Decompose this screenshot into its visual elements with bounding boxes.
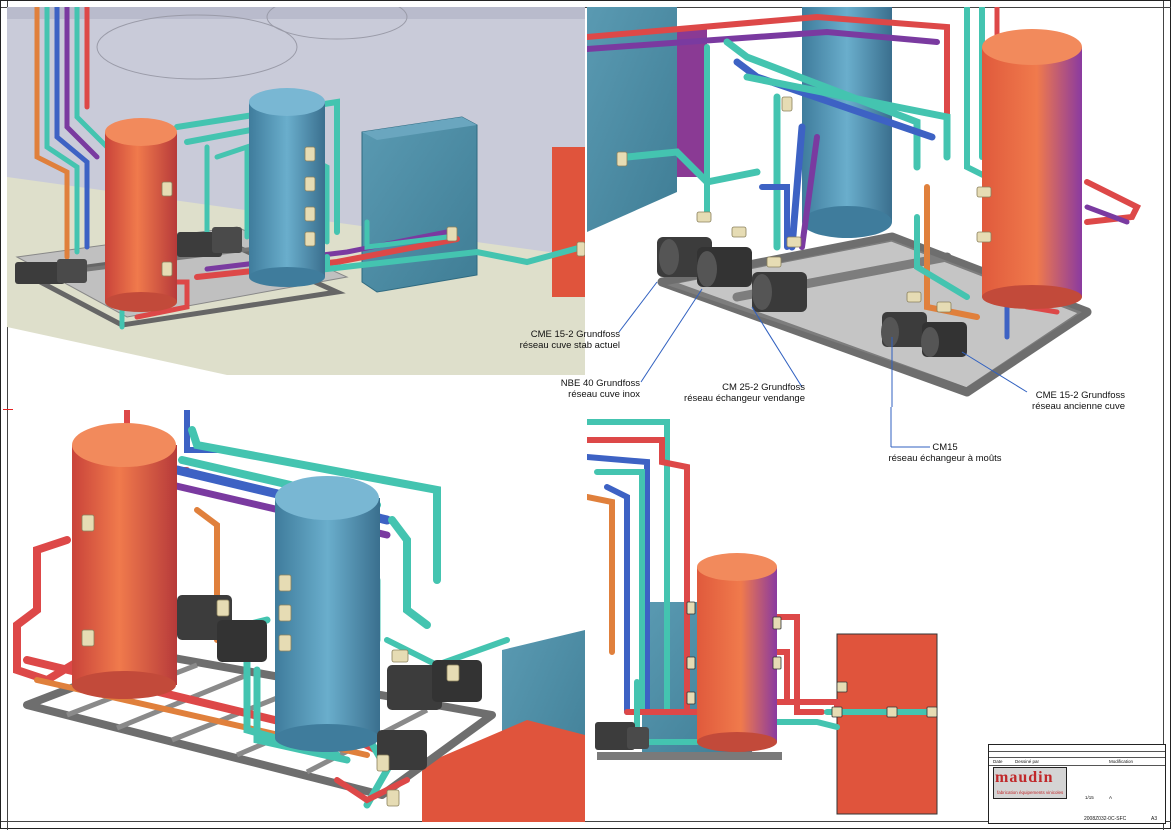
callout-cm15-model: CM15 xyxy=(932,442,958,453)
leader-line-cme15-stab xyxy=(618,281,658,333)
title-block-rev: A xyxy=(1109,795,1113,800)
pump-group-right xyxy=(657,237,967,357)
tank-red-back xyxy=(982,29,1082,309)
view-isometric-front-drawing xyxy=(13,410,585,822)
title-block-row xyxy=(989,757,1165,766)
sheet-ruler-bottom xyxy=(1,821,1171,828)
sheet-ruler-top xyxy=(1,1,1171,8)
view-elevation xyxy=(587,412,987,822)
title-block-row xyxy=(989,751,1165,758)
sheet-ruler-left xyxy=(1,1,8,830)
leader-line-nbe40 xyxy=(640,288,703,383)
view-isometric-front xyxy=(7,410,585,822)
callout-cm15: CM15 réseau échangeur à moûts xyxy=(880,442,1010,464)
pump-group-left xyxy=(15,227,242,284)
company-logo-subtitle: fabrication équipements vinicoles xyxy=(997,790,1064,795)
callout-cme15-stab: CME 15-2 Grundfoss réseau cuve stab actu… xyxy=(490,329,620,351)
callout-nbe40-model: NBE 40 Grundfoss xyxy=(560,378,640,389)
title-block-modification-header: Modification xyxy=(1109,759,1134,764)
callout-cm25: CM 25-2 Grundfoss réseau échangeur venda… xyxy=(670,382,805,404)
callout-cme15-ancienne-network: réseau ancienne cuve xyxy=(1032,401,1125,412)
title-block: Date Dessiné par Modification maudin fab… xyxy=(988,744,1166,824)
tank-red-elevation xyxy=(697,553,777,752)
callout-cm15-network: réseau échangeur à moûts xyxy=(888,453,1002,464)
sheet-ruler-right xyxy=(1163,1,1170,830)
view-isometric-left-drawing xyxy=(7,7,585,375)
sheet-center-mark xyxy=(3,409,13,410)
company-logo-text: maudin xyxy=(995,769,1054,786)
callout-cme15-stab-model: CME 15-2 Grundfoss xyxy=(530,329,620,340)
callout-nbe40: NBE 40 Grundfoss réseau cuve inox xyxy=(510,378,640,400)
callout-nbe40-network: réseau cuve inox xyxy=(568,389,640,400)
view-isometric-left xyxy=(7,7,585,375)
tank-blue-front xyxy=(275,476,380,752)
tank-red-front xyxy=(72,423,177,699)
view-isometric-pumps-drawing xyxy=(587,7,1142,407)
pump-group-front xyxy=(177,595,482,770)
title-block-drawn-header: Dessiné par xyxy=(1015,759,1040,764)
title-block-row xyxy=(989,745,1165,752)
title-block-format: A3 xyxy=(1151,816,1158,822)
leader-line-cm25 xyxy=(751,306,803,388)
callout-cm25-model: CM 25-2 Grundfoss xyxy=(722,382,805,393)
title-block-date-header: Date xyxy=(993,759,1003,764)
callout-cme15-ancienne-model: CME 15-2 Grundfoss xyxy=(1035,390,1125,401)
leader-line-cme15-ancienne xyxy=(961,351,1028,393)
view-elevation-drawing xyxy=(587,419,938,815)
view-isometric-pumps xyxy=(587,7,1164,407)
company-logo xyxy=(993,767,1067,799)
callout-cme15-stab-network: réseau cuve stab actuel xyxy=(519,340,620,351)
drawing-number: 2008Z032-0C-SFC xyxy=(1084,816,1127,822)
callout-cm25-network: réseau échangeur vendange xyxy=(684,393,805,404)
title-block-scale: 1/15 xyxy=(1085,795,1094,800)
callout-cme15-ancienne: CME 15-2 Grundfoss réseau ancienne cuve xyxy=(1000,390,1125,412)
pump-elevation xyxy=(595,722,649,750)
